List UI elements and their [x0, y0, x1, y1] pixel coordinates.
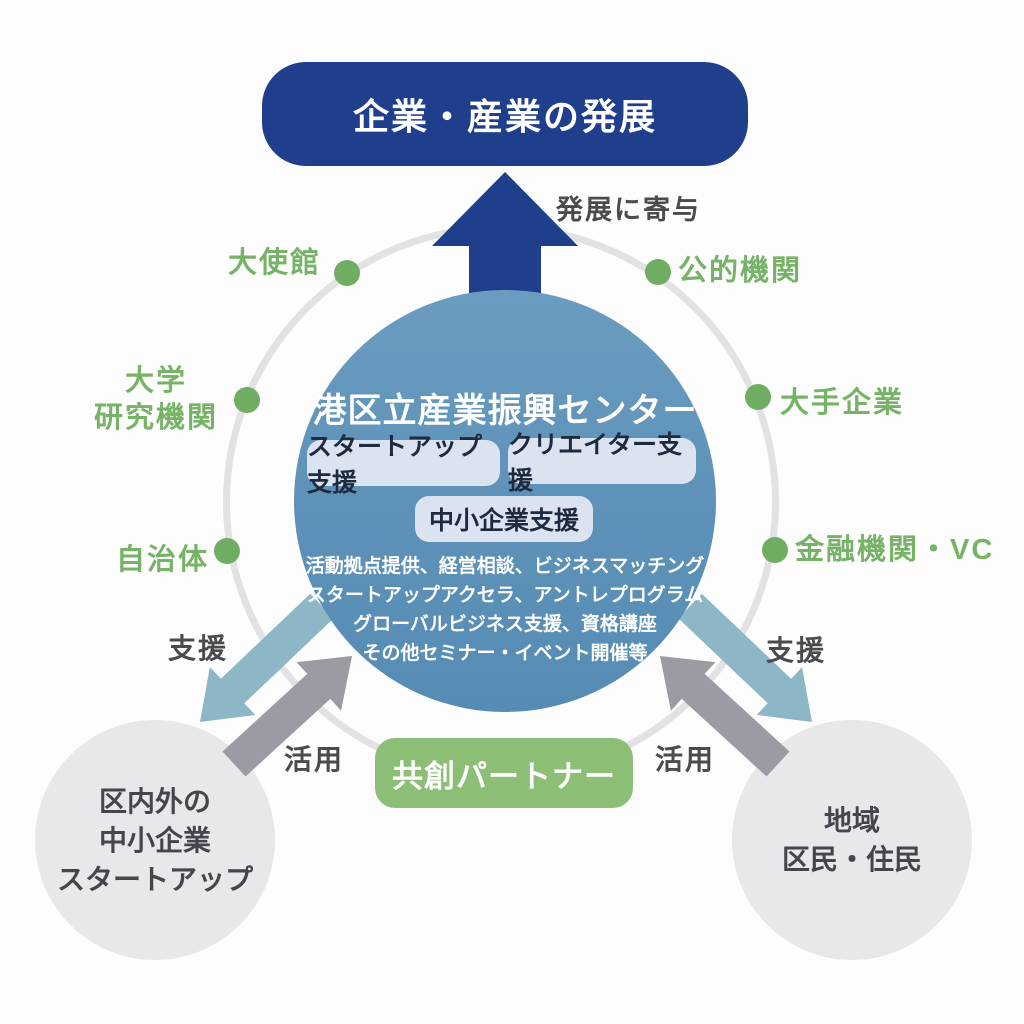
services-line1: 活動拠点提供、経営相談、ビジネスマッチング — [305, 556, 705, 577]
services-list: 活動拠点提供、経営相談、ビジネスマッチング スタートアップアクセラ、アントレプロ… — [294, 552, 716, 668]
partner-dot-municipalities — [214, 538, 240, 564]
utilize-label-left: 活用 — [284, 744, 345, 775]
contribution-label: 発展に寄与 — [556, 195, 701, 225]
partner-label-municipalities: 自治体 — [116, 544, 210, 576]
partner-label-embassy: 大使館 — [228, 247, 322, 279]
beneficiary-circle-residents: 地域 区民・住民 — [732, 720, 972, 960]
partner-label-financial-vc: 金融機関・VC — [795, 534, 995, 566]
partner-label-university-line1: 大学 — [124, 365, 187, 397]
partner-label-university-line2: 研究機関 — [93, 402, 218, 434]
support-label-left: 支援 — [168, 633, 229, 664]
beneficiary-residents-line1: 地域 — [823, 805, 880, 836]
partner-dot-embassy — [334, 260, 360, 286]
partner-dot-large-companies — [745, 384, 771, 410]
partner-dot-university-research — [234, 387, 260, 413]
goal-box: 企業・産業の発展 — [262, 62, 748, 166]
partner-label-public-institutions: 公的機関 — [678, 255, 803, 287]
beneficiary-smes-line2: 中小企業 — [98, 824, 211, 856]
support-label-right: 支援 — [766, 635, 827, 666]
center-title: 港区立産業振興センター — [312, 392, 698, 430]
partner-label-university-research: 大学 研究機関 — [76, 363, 236, 437]
co-creation-partner-box: 共創パートナー — [375, 738, 633, 808]
services-line3: グローバルビジネス支援、資格講座 — [353, 614, 657, 635]
services-line4: その他セミナー・イベント開催等 — [362, 643, 648, 664]
pill-startup-support: スタートアップ支援 — [307, 433, 500, 497]
partner-dot-financial-vc — [762, 537, 788, 563]
pill-creator-support: クリエイター支援 — [508, 431, 696, 495]
utilize-label-right: 活用 — [655, 744, 716, 775]
beneficiary-circle-smes: 区内外の 中小企業 スタートアップ — [35, 720, 275, 960]
partner-dot-public-institutions — [645, 259, 671, 285]
pill-sme-support: 中小企業支援 — [415, 496, 593, 542]
beneficiary-smes-line1: 区内外の — [98, 785, 211, 817]
partner-label-large-companies: 大手企業 — [780, 387, 905, 419]
beneficiary-residents-line2: 区民・住民 — [781, 844, 922, 875]
beneficiary-smes-line3: スタートアップ — [56, 863, 253, 895]
services-line2: スタートアップアクセラ、アントレプログラム — [306, 585, 704, 606]
center-circle: 港区立産業振興センター スタートアップ支援 クリエイター支援 中小企業支援 活動… — [294, 290, 716, 712]
